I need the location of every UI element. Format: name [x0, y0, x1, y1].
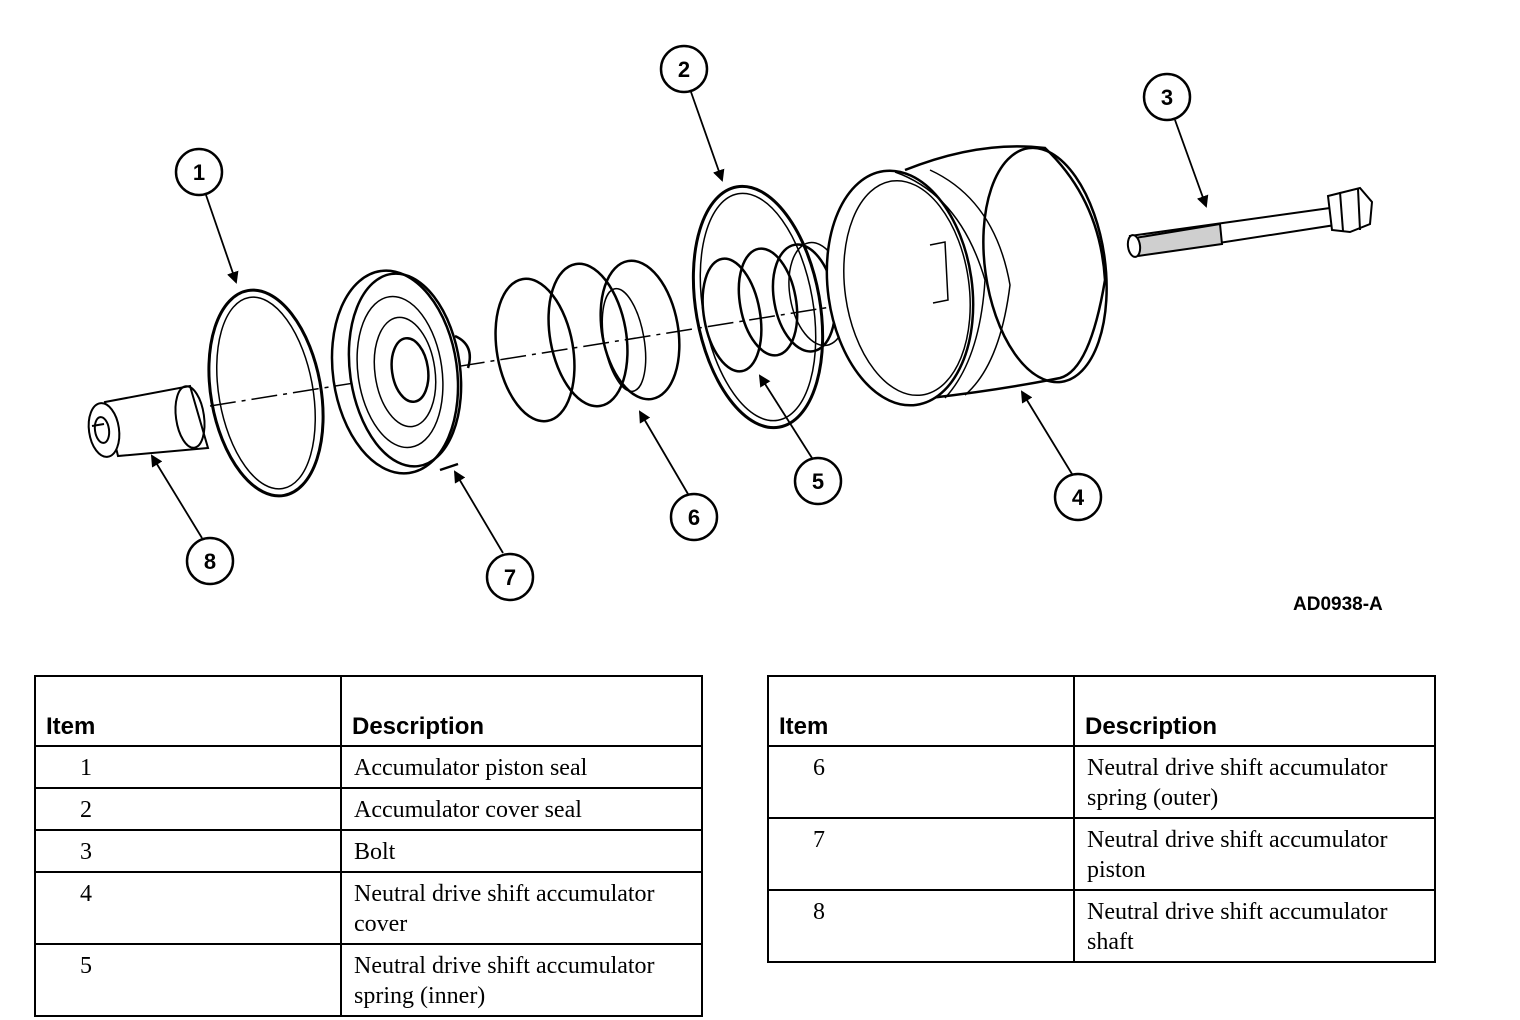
table-row: 8 Neutral drive shift accumulator shaft [767, 889, 1436, 963]
callout-3: 3 [1142, 72, 1192, 122]
table-row: 3 Bolt [34, 829, 703, 873]
description-column-header: Description [1073, 675, 1436, 747]
item-number: 4 [34, 871, 342, 945]
item-number: 1 [34, 745, 342, 789]
callout-4: 4 [1053, 472, 1103, 522]
svg-text:2: 2 [678, 57, 690, 82]
table-header-row: Item Description [34, 675, 703, 747]
item-column-header: Item [34, 675, 342, 747]
svg-text:5: 5 [812, 469, 824, 494]
item-description: Bolt [340, 829, 703, 873]
legend-table-right: Item Description 6 Neutral drive shift a… [767, 675, 1436, 963]
legend-table-left: Item Description 1 Accumulator piston se… [34, 675, 703, 1017]
item-description: Neutral drive shift accumulator spring (… [1073, 745, 1436, 819]
table-row: 6 Neutral drive shift accumulator spring… [767, 745, 1436, 819]
piston-part [330, 269, 472, 475]
item-column-header: Item [767, 675, 1075, 747]
item-number: 7 [767, 817, 1075, 891]
piston-seal-part [207, 288, 325, 498]
item-description: Accumulator piston seal [340, 745, 703, 789]
item-number: 8 [767, 889, 1075, 963]
item-description: Neutral drive shift accumulator cover [340, 871, 703, 945]
callout-1: 1 [174, 147, 224, 197]
exploded-view-diagram: 1 2 3 4 5 6 7 8 [87, 44, 1374, 602]
callout-leaders [150, 91, 1209, 554]
item-number: 6 [767, 745, 1075, 819]
table-row: 1 Accumulator piston seal [34, 745, 703, 789]
item-description: Neutral drive shift accumulator shaft [1073, 889, 1436, 963]
table-header-row: Item Description [767, 675, 1436, 747]
accumulator-shaft-part [87, 384, 210, 458]
svg-text:8: 8 [204, 549, 216, 574]
item-description: Accumulator cover seal [340, 787, 703, 831]
svg-text:1: 1 [193, 160, 205, 185]
item-number: 5 [34, 943, 342, 1017]
callout-6: 6 [669, 492, 719, 542]
svg-text:4: 4 [1072, 485, 1085, 510]
svg-text:6: 6 [688, 505, 700, 530]
bolt-part [1126, 186, 1374, 258]
table-row: 7 Neutral drive shift accumulator piston [767, 817, 1436, 891]
svg-text:7: 7 [504, 565, 516, 590]
callout-8: 8 [185, 536, 235, 586]
callout-7: 7 [485, 552, 535, 602]
table-row: 5 Neutral drive shift accumulator spring… [34, 943, 703, 1017]
item-number: 2 [34, 787, 342, 831]
description-column-header: Description [340, 675, 703, 747]
table-row: 2 Accumulator cover seal [34, 787, 703, 831]
callout-2: 2 [659, 44, 709, 94]
table-row: 4 Neutral drive shift accumulator cover [34, 871, 703, 945]
item-number: 3 [34, 829, 342, 873]
svg-text:3: 3 [1161, 85, 1173, 110]
callout-5: 5 [793, 456, 843, 506]
item-description: Neutral drive shift accumulator piston [1073, 817, 1436, 891]
figure-code: AD0938-A [1293, 594, 1383, 615]
outer-spring-part [494, 259, 681, 423]
accumulator-cover-part [825, 145, 1108, 407]
item-description: Neutral drive shift accumulator spring (… [340, 943, 703, 1017]
